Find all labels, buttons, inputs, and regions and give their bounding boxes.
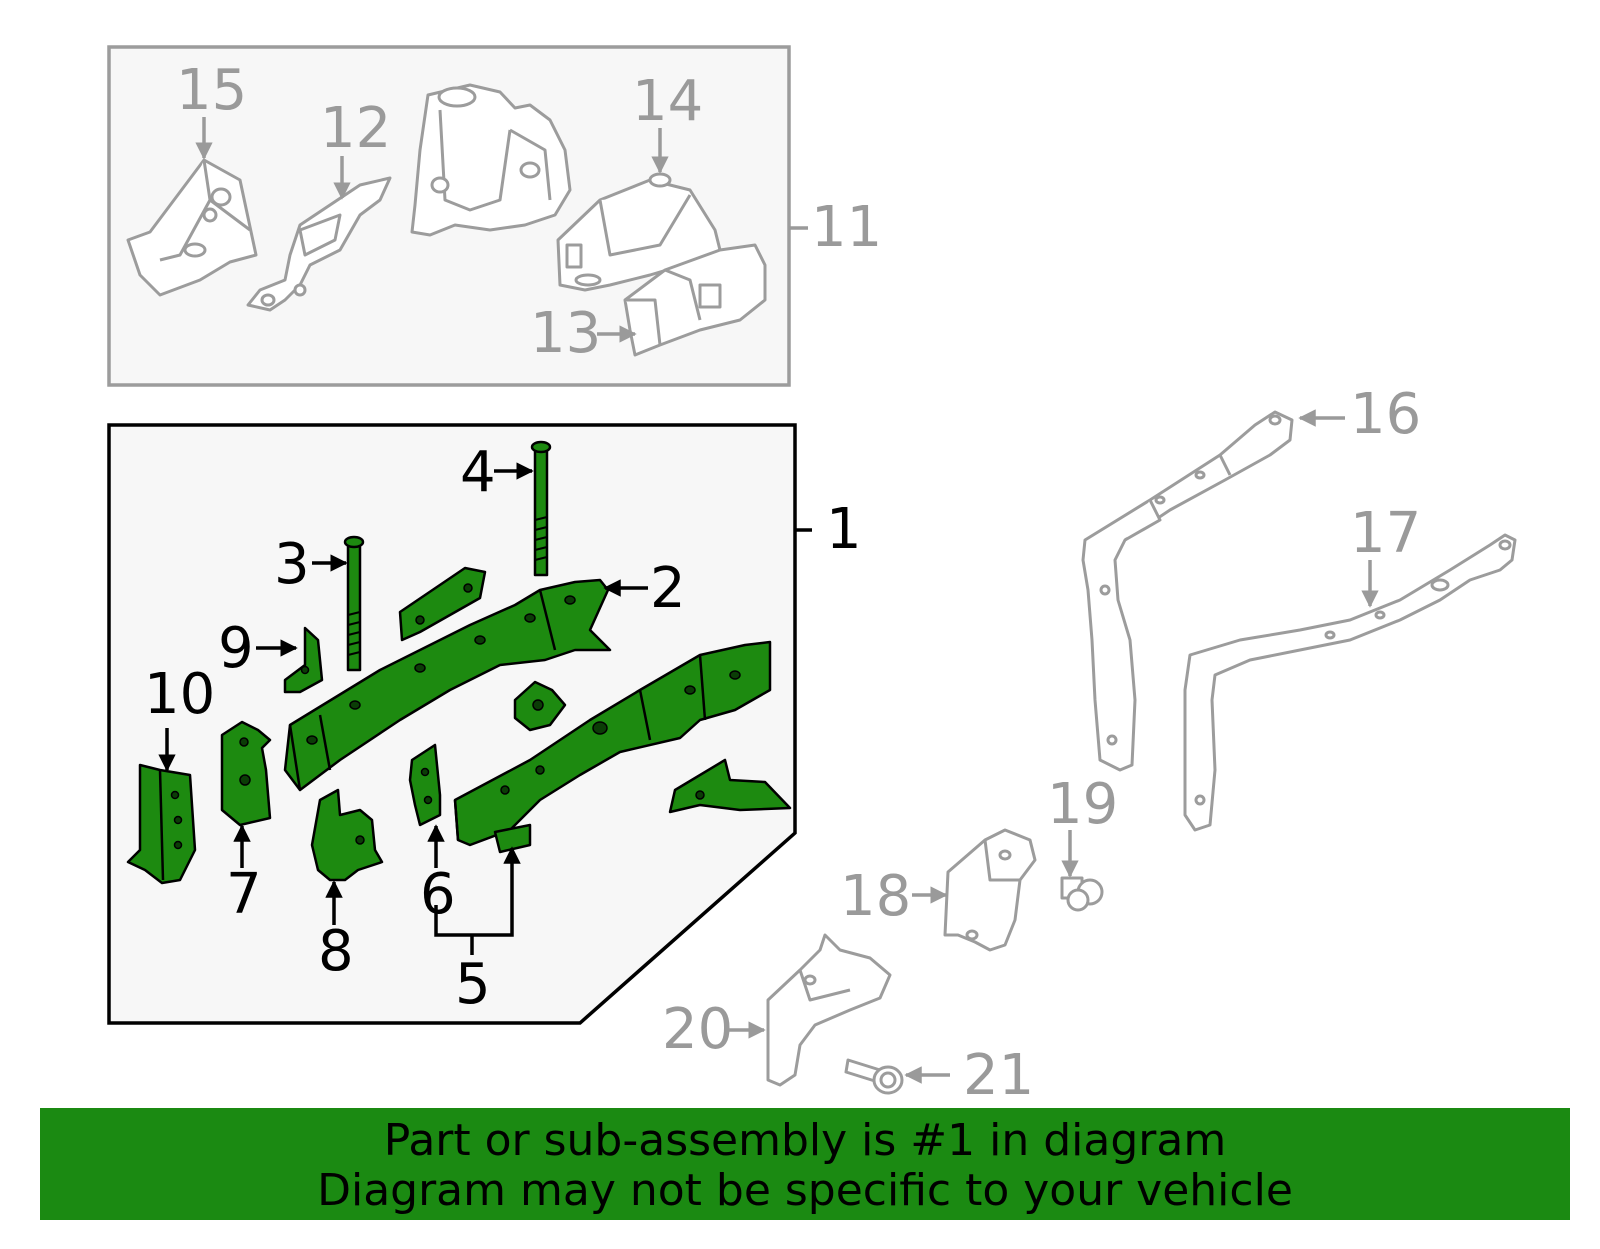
subassembly-panel-1 <box>107 423 812 1025</box>
part-18-bracket[interactable] <box>943 828 1037 952</box>
callout-20: 20 <box>662 997 733 1062</box>
part-8-bracket[interactable] <box>310 788 384 882</box>
part-12[interactable] <box>246 176 392 312</box>
callout-2: 2 <box>650 556 686 621</box>
part-21-bolt[interactable] <box>844 1058 904 1095</box>
callout-4: 4 <box>460 440 496 505</box>
callout-labels: 15 12 14 13 11 16 17 19 18 20 21 1 2 3 4… <box>144 58 1421 1108</box>
callout-13: 13 <box>530 301 601 366</box>
banner-line-2: Diagram may not be specific to your vehi… <box>317 1165 1293 1216</box>
callout-10: 10 <box>144 662 215 727</box>
callout-18: 18 <box>840 864 911 929</box>
part-upper-bracket[interactable] <box>398 566 487 642</box>
part-16-rail[interactable] <box>1081 410 1294 772</box>
banner-line-1: Part or sub-assembly is #1 in diagram <box>383 1115 1227 1166</box>
callout-11: 11 <box>811 195 882 260</box>
callout-17: 17 <box>1350 501 1421 566</box>
part-19-clip[interactable] <box>1060 876 1104 912</box>
part-11-strut-tower[interactable] <box>410 83 572 237</box>
part-7-bracket[interactable] <box>220 720 272 827</box>
part-17-rail[interactable] <box>1183 533 1517 832</box>
callout-9: 9 <box>218 616 254 681</box>
part-13[interactable] <box>623 243 767 357</box>
info-banner: Part or sub-assembly is #1 in diagram Di… <box>40 1108 1570 1220</box>
callout-19: 19 <box>1047 772 1118 837</box>
callout-14: 14 <box>632 69 703 134</box>
callout-5: 5 <box>455 952 491 1017</box>
part-5-rail[interactable] <box>453 640 772 854</box>
callout-8: 8 <box>318 919 354 984</box>
callout-21: 21 <box>963 1043 1034 1108</box>
callout-3: 3 <box>274 532 310 597</box>
part-15[interactable] <box>126 158 258 297</box>
callout-12: 12 <box>320 96 391 161</box>
part-lower-right-bracket[interactable] <box>668 758 792 814</box>
part-6-plate[interactable] <box>408 743 442 827</box>
callout-6: 6 <box>420 862 456 927</box>
part-9-bracket[interactable] <box>283 626 324 694</box>
part-10-bracket[interactable] <box>126 763 197 885</box>
callout-1: 1 <box>826 497 862 562</box>
callout-16: 16 <box>1350 382 1421 447</box>
callout-7: 7 <box>226 862 262 927</box>
part-14[interactable] <box>556 172 722 292</box>
part-20-bracket[interactable] <box>766 933 892 1087</box>
part-center-clip[interactable] <box>513 680 567 732</box>
part-4-bolt[interactable] <box>530 440 552 577</box>
leader-lines <box>158 117 1379 1084</box>
callout-15: 15 <box>176 58 247 123</box>
part-2-rail[interactable] <box>283 578 612 792</box>
part-3-bolt[interactable] <box>343 535 365 672</box>
